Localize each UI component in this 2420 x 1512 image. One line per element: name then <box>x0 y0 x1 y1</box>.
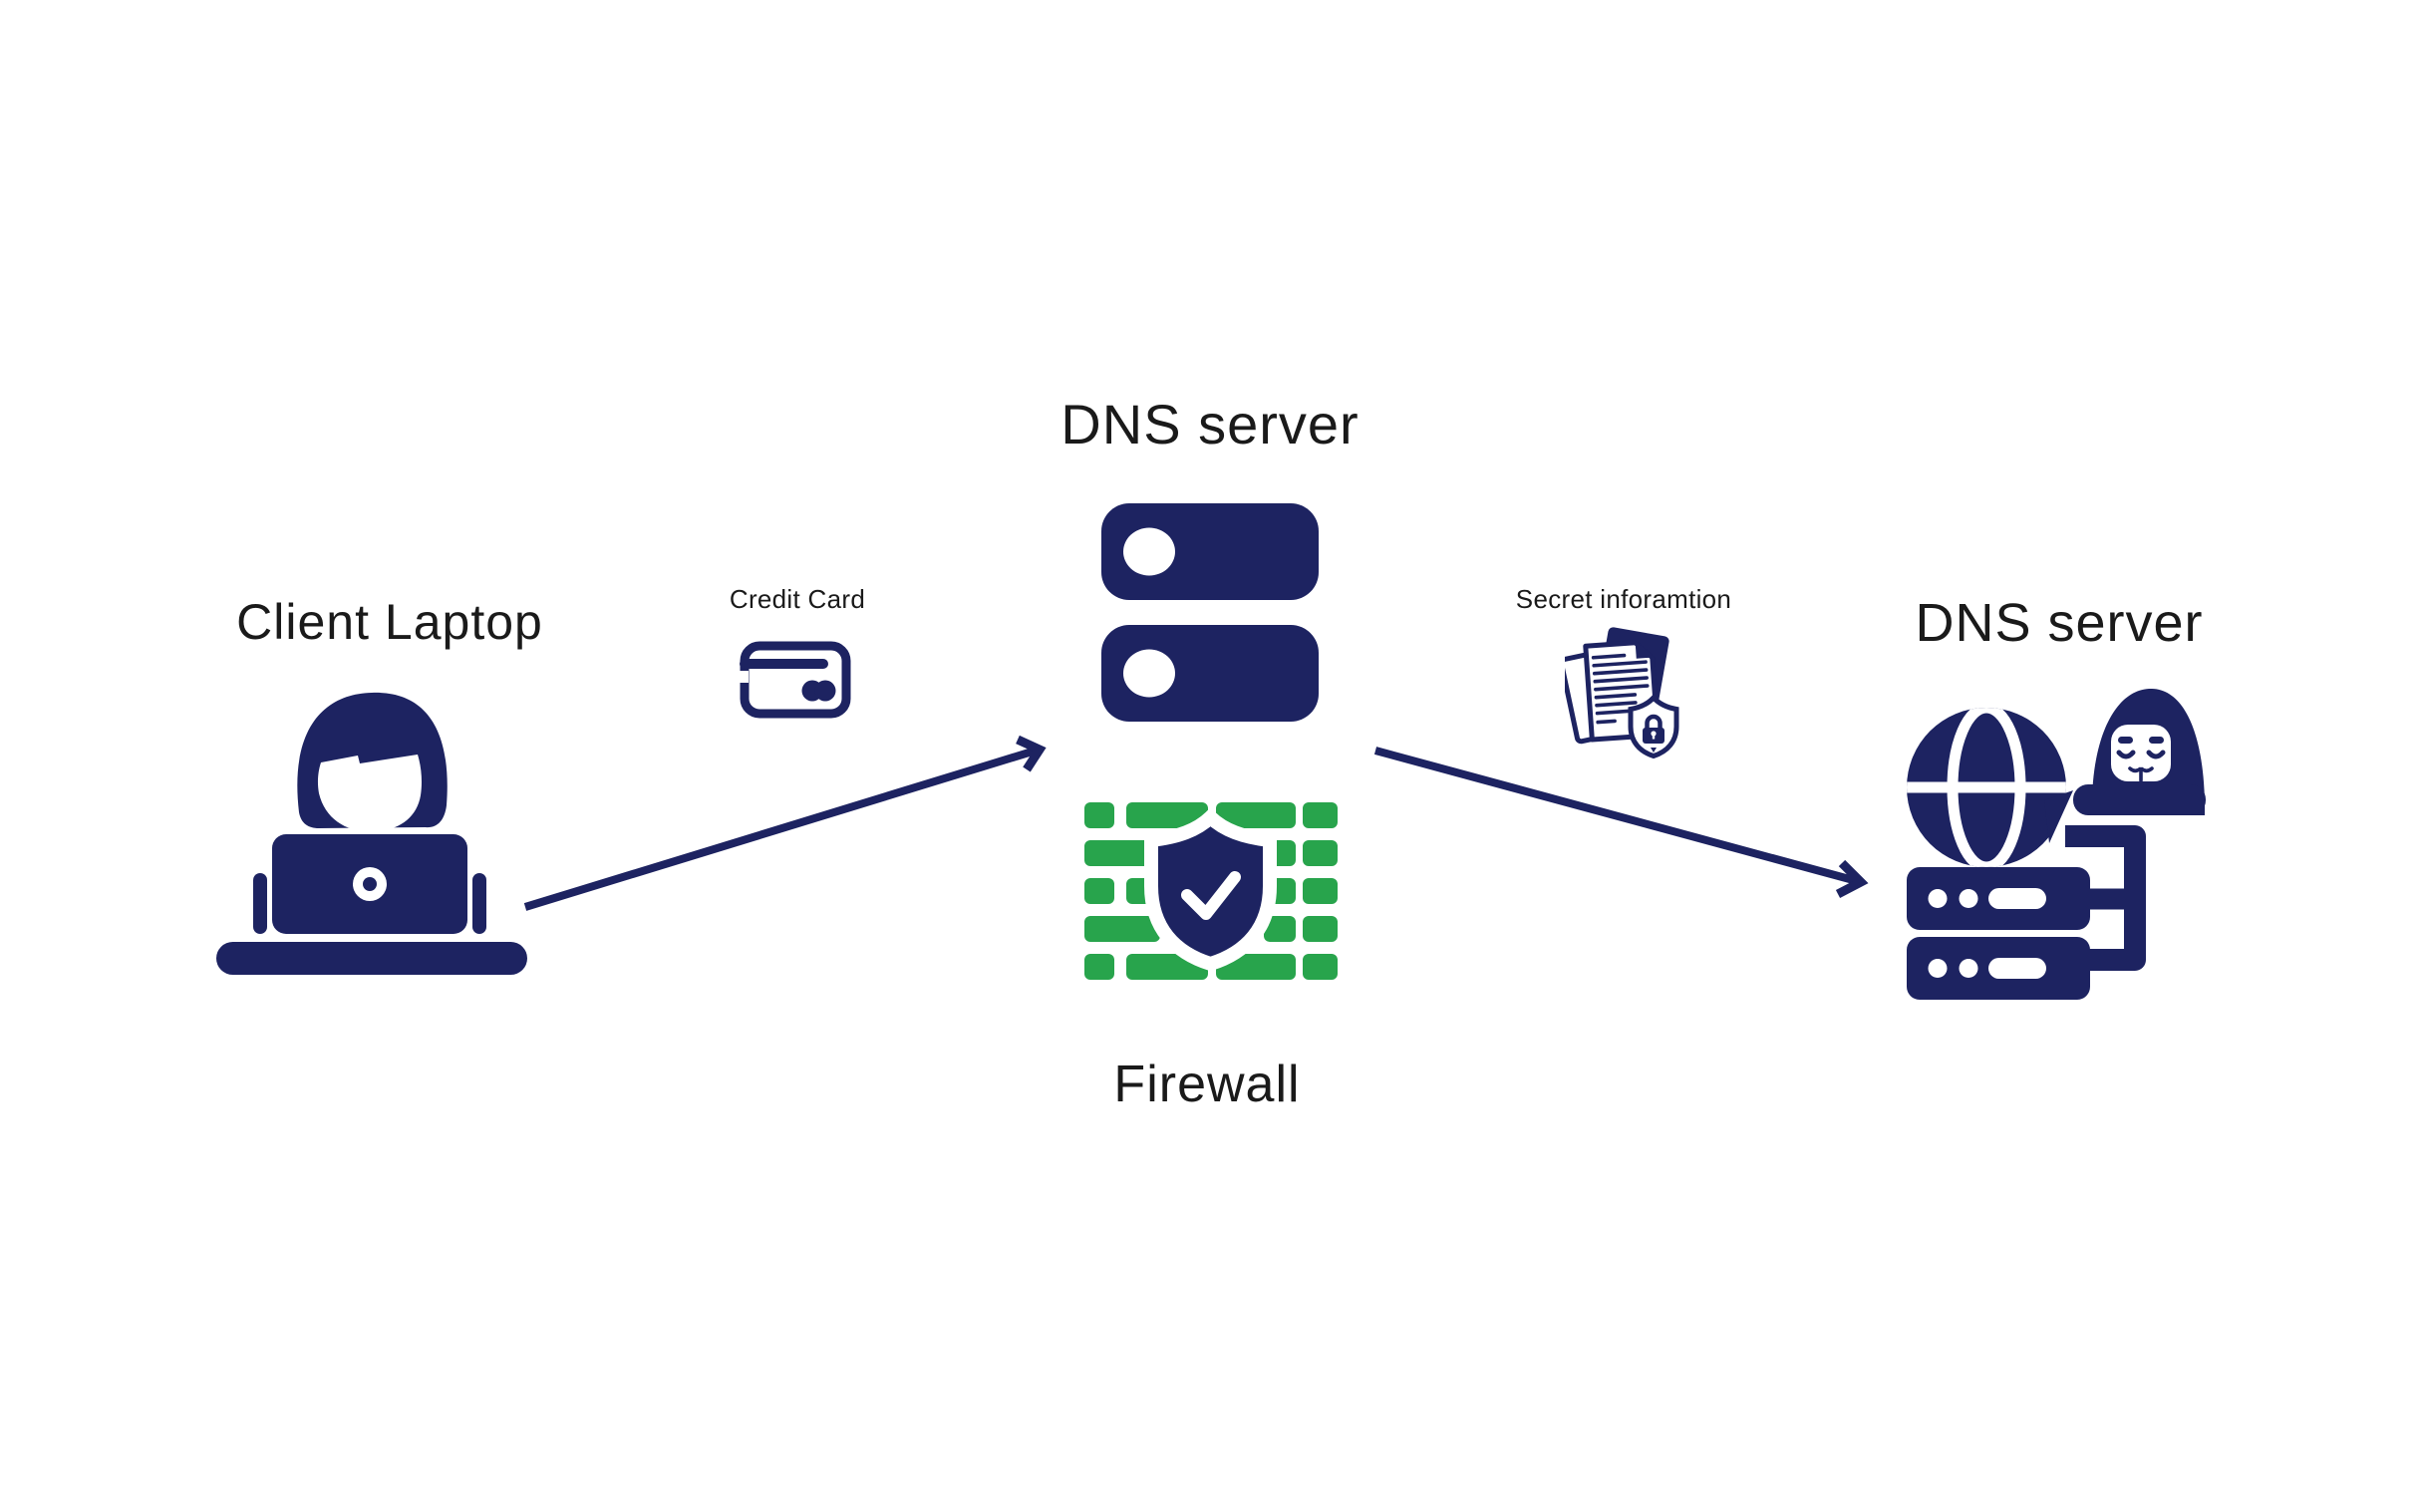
client-laptop-label: Client Laptop <box>236 594 543 650</box>
hacker-icon <box>2073 688 2206 815</box>
dns-server-right-label: DNS server <box>1915 593 2204 653</box>
server-stack-icon <box>1101 503 1319 722</box>
check-shield-icon <box>1144 807 1277 972</box>
server-connector-bracket <box>2065 825 2146 971</box>
arrow-client-to-dns <box>523 735 1047 911</box>
credit-card-label: Credit Card <box>729 584 866 614</box>
secure-documents-icon <box>1565 627 1679 759</box>
globe-server-hacker-icon <box>1907 688 2206 1000</box>
globe-icon <box>1907 708 2073 867</box>
firewall-brick-shield-icon <box>1084 802 1338 980</box>
credit-card-icon <box>740 641 851 719</box>
secret-information-label: Secret inforamtion <box>1515 584 1732 614</box>
arrow-dns-to-dns <box>1373 747 1869 898</box>
dns-server-center-label: DNS server <box>1060 393 1360 455</box>
server-rack-icon <box>1907 867 2090 1000</box>
lock-shield-icon <box>1628 694 1679 759</box>
firewall-label: Firewall <box>1113 1056 1301 1113</box>
person-at-laptop-icon <box>216 692 527 975</box>
